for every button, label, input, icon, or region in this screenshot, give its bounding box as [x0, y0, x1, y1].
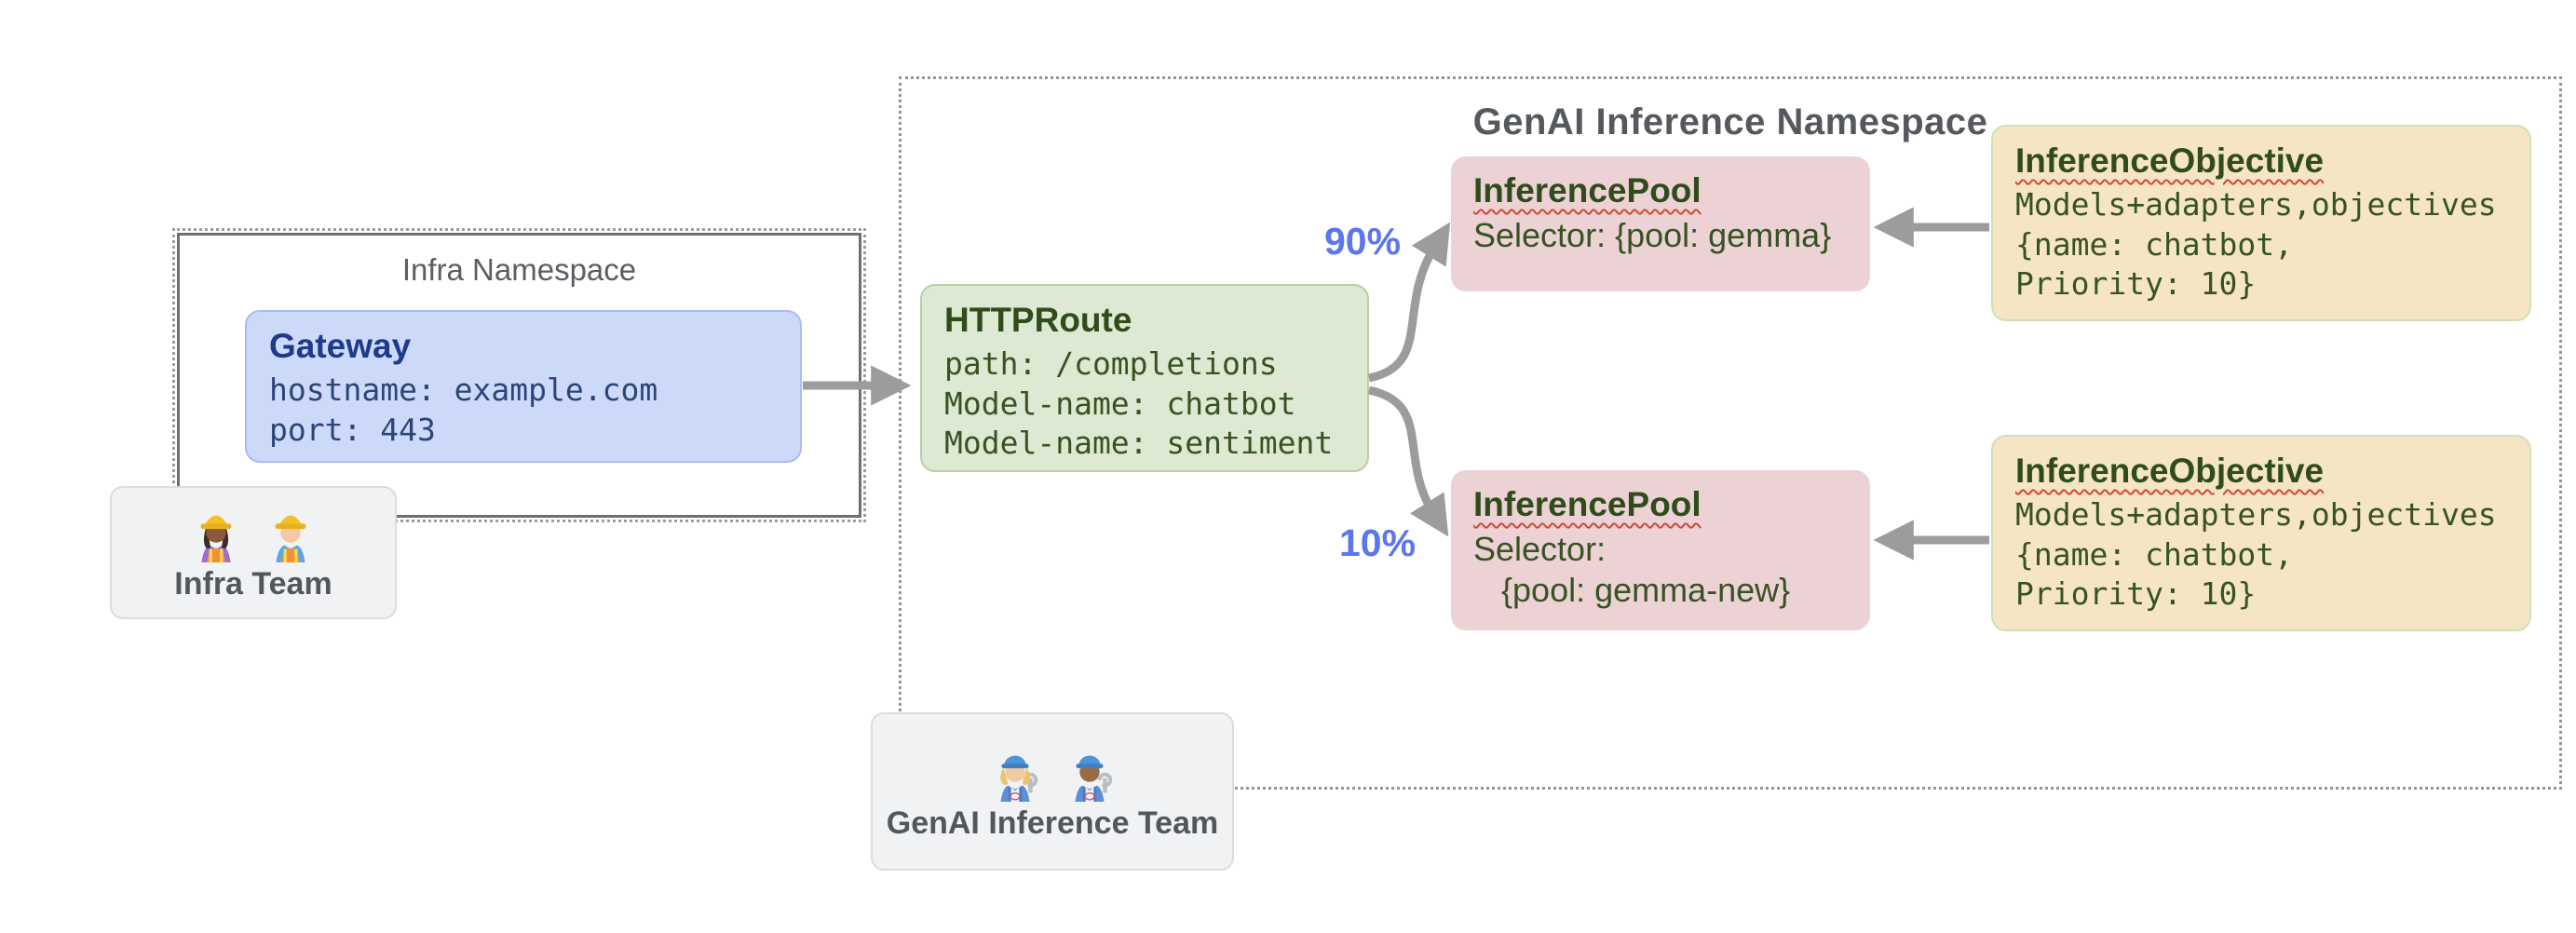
httproute-path-line: path: /completions — [944, 345, 1278, 383]
inference-objective-models-line: Models+adapters,objectives — [2015, 496, 2497, 534]
inference-pool-selector-line: Selector: {pool: gemma} — [1473, 216, 1832, 255]
man-construction-worker-emoji — [275, 515, 306, 563]
inference-objective-name-line: {name: chatbot, — [2015, 535, 2294, 573]
httproute-model-sentiment-line: Model-name: sentiment — [944, 424, 1334, 461]
inference-objective-card-top: InferenceObjective Models+adapters,objec… — [1991, 125, 2531, 321]
man-mechanic-emoji — [1075, 755, 1113, 802]
inference-objective-title: InferenceObjective — [2015, 452, 2325, 490]
inference-objective-priority-line: Priority: 10} — [2015, 264, 2257, 302]
genai-inference-namespace-box: GenAI Inference Namespace — [899, 76, 2562, 790]
inference-objective-name-line: {name: chatbot, — [2015, 225, 2294, 263]
inference-objective-priority-line: Priority: 10} — [2015, 575, 2257, 612]
inference-pool-selector-line: Selector: — [1473, 530, 1607, 569]
gateway-port-line: port: 443 — [269, 411, 436, 448]
infra-team-label: Infra Team — [174, 566, 332, 602]
inference-objective-title: InferenceObjective — [2015, 142, 2325, 180]
inference-objective-models-line: Models+adapters,objectives — [2015, 186, 2497, 223]
infra-namespace-box: Infra Namespace — [172, 228, 866, 522]
traffic-weight-90: 90% — [1323, 220, 1402, 263]
woman-construction-worker-emoji — [200, 515, 232, 563]
inference-pool-gemma-new-card: InferencePool Selector: {pool: gemma-new… — [1451, 470, 1870, 630]
httproute-card: HTTPRoute path: /completions Model-name:… — [920, 284, 1369, 472]
inference-pool-title: InferencePool — [1473, 171, 1702, 210]
genai-inference-namespace-label: GenAI Inference Namespace — [1472, 101, 1988, 142]
traffic-weight-10: 10% — [1338, 521, 1417, 564]
genai-inference-team-card: GenAI Inference Team — [871, 712, 1234, 871]
infra-namespace-label: Infra Namespace — [401, 252, 637, 287]
inference-pool-selector-value-line: {pool: gemma-new} — [1473, 571, 1791, 610]
gateway-title: Gateway — [269, 327, 412, 365]
gateway-card: Gateway hostname: example.com port: 443 — [245, 310, 802, 463]
infra-team-card: Infra Team — [110, 486, 397, 619]
httproute-title: HTTPRoute — [944, 301, 1132, 339]
inference-pool-title: InferencePool — [1473, 485, 1702, 523]
httproute-model-chatbot-line: Model-name: chatbot — [944, 385, 1296, 422]
inference-pool-gemma-card: InferencePool Selector: {pool: gemma} — [1451, 156, 1870, 291]
woman-mechanic-emoji — [1000, 755, 1038, 802]
genai-inference-team-label: GenAI Inference Team — [886, 805, 1219, 841]
inference-objective-card-bottom: InferenceObjective Models+adapters,objec… — [1991, 435, 2531, 631]
gateway-hostname-line: hostname: example.com — [269, 372, 658, 409]
